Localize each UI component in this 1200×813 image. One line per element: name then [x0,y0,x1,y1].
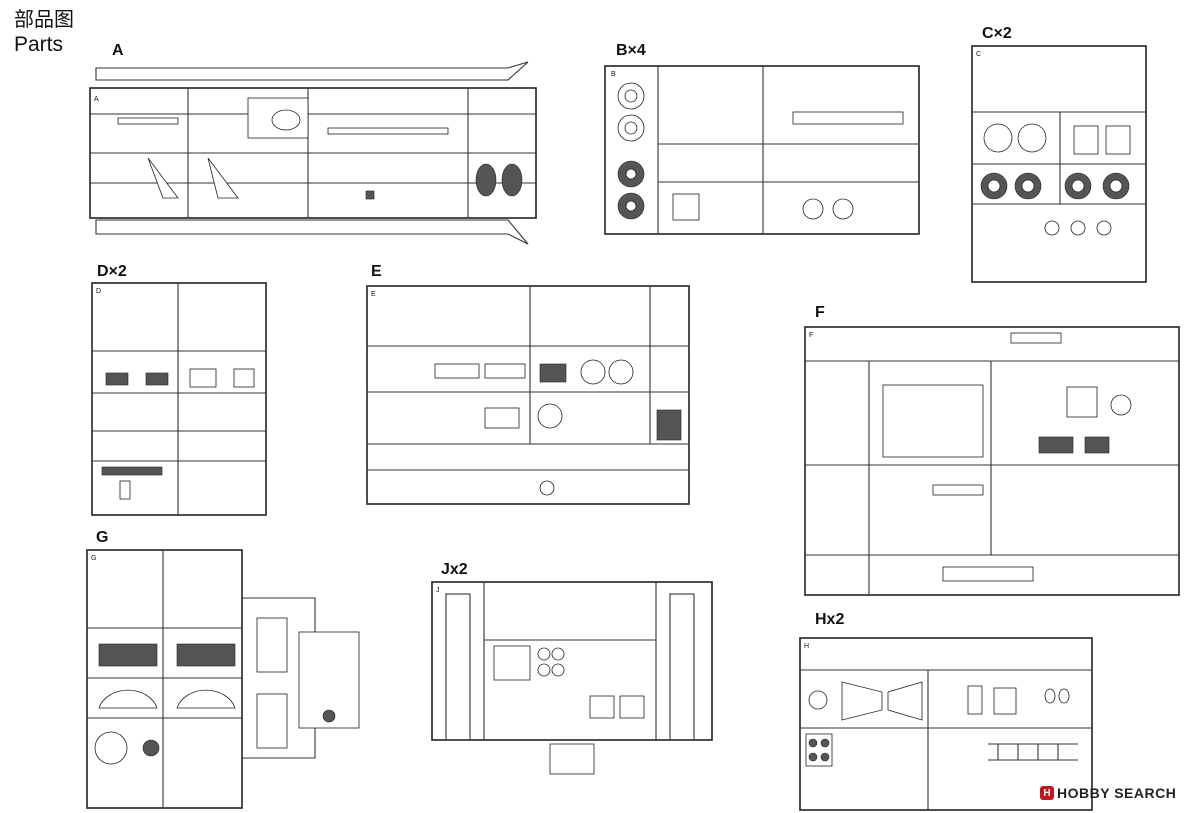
hobby-search-logo-icon: H [1040,786,1054,800]
title-english: Parts [14,33,64,56]
title-chinese: 部品图 [14,9,74,31]
sprue-f-drawing: F [804,326,1180,596]
sprue-c-tag: C [976,51,981,58]
watermark-text: HOBBY SEARCH [1057,785,1177,801]
sprue-j-drawing: J [431,581,713,775]
sprue-g-drawing: G [86,549,360,809]
sprue-label-e: E [371,263,382,280]
sprue-label-a: A [112,42,124,59]
sprue-label-h: Hx2 [815,611,845,628]
sprue-j-tag: J [436,587,440,594]
sprue-label-g: G [96,529,109,546]
sprue-label-b: B×4 [616,42,646,59]
sprue-e-tag: E [371,291,376,298]
sprue-a-tag: A [94,96,99,103]
sprue-c-drawing: C [971,45,1147,283]
hobby-search-watermark: H HOBBY SEARCH [1040,785,1176,801]
sprue-label-c: C×2 [982,25,1012,42]
sprue-b-tag: B [611,71,616,78]
sprue-d-tag: D [96,288,101,295]
sprue-label-j: Jx2 [441,561,468,578]
sprue-d-drawing: D [91,282,267,516]
sprue-h-drawing: H [799,637,1093,811]
sprue-label-f: F [815,304,825,321]
sprue-b-drawing: B [604,65,920,235]
sprue-h-tag: H [804,643,809,650]
sprue-e-drawing: E [366,285,690,505]
sprue-g-tag: G [91,555,96,562]
sprue-label-d: D×2 [97,263,127,280]
sprue-f-tag: F [809,332,813,339]
sprue-a-drawing: A [89,61,537,245]
